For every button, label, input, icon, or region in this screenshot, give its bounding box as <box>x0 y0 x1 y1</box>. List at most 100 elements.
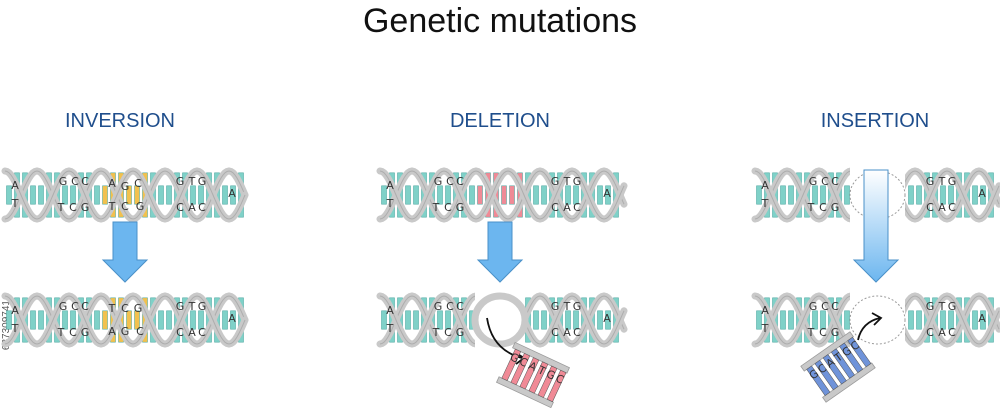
base-pair-rung <box>381 185 387 205</box>
base-pair-rung <box>405 185 411 205</box>
base-letter: C <box>819 201 827 214</box>
base-letter: T <box>386 197 394 210</box>
base-letter: C <box>456 300 464 313</box>
base-pair-rung <box>533 185 539 205</box>
fragment-rung <box>519 357 540 390</box>
base-letter: G <box>456 201 465 214</box>
base-letter: C <box>81 300 89 313</box>
base-letter: A <box>386 179 394 192</box>
base-pair-rung <box>469 185 475 205</box>
fragment-rung <box>501 348 522 381</box>
base-pair-rung <box>38 185 44 205</box>
base-letter: G <box>809 175 818 188</box>
base-letter: C <box>831 300 839 313</box>
base-letter: C <box>121 200 129 213</box>
base-letter: A <box>978 187 986 200</box>
base-pair-rung <box>565 310 571 330</box>
base-letter: C <box>926 201 934 214</box>
base-pair-rung <box>381 310 387 330</box>
base-letter: G <box>59 175 68 188</box>
base-letter: A <box>108 325 116 338</box>
base-pair-rung <box>230 185 236 205</box>
base-pair-rung <box>948 185 954 205</box>
base-pair-rung <box>126 310 132 330</box>
dna-backbone-edge <box>4 295 246 345</box>
base-pair-rung <box>70 185 76 205</box>
base-letter: C <box>71 175 79 188</box>
base-letter: C <box>831 175 839 188</box>
page-title: Genetic mutations <box>362 2 638 40</box>
base-pair-rung <box>780 310 786 330</box>
base-letter: A <box>228 187 236 200</box>
base-letter: G <box>831 326 840 339</box>
base-letter: C <box>176 201 184 214</box>
fragment-rung <box>814 359 839 391</box>
base-letter: C <box>551 326 559 339</box>
base-letter: T <box>938 300 946 313</box>
base-pair-rung <box>6 310 12 330</box>
base-pair-rung <box>413 185 419 205</box>
inversion-label: INVERSION <box>64 110 176 132</box>
base-letter: C <box>69 326 77 339</box>
base-letter: C <box>71 300 79 313</box>
base-letter: G <box>121 180 130 193</box>
base-letter: T <box>563 300 571 313</box>
base-letter: A <box>603 187 611 200</box>
base-letter: A <box>761 304 769 317</box>
base-pair-rung <box>940 310 946 330</box>
base-pair-rung <box>908 185 914 205</box>
base-letter: A <box>563 326 571 339</box>
base-pair-rung <box>916 310 922 330</box>
dna-backbone-edge <box>4 170 246 220</box>
base-pair-rung <box>94 310 100 330</box>
base-pair-rung <box>445 185 451 205</box>
base-pair-rung <box>166 185 172 205</box>
base-letter: A <box>761 179 769 192</box>
base-pair-rung <box>756 185 762 205</box>
base-pair-rung <box>788 185 794 205</box>
base-pair-rung <box>597 310 603 330</box>
base-pair-rung <box>820 310 826 330</box>
base-pair-rung <box>916 185 922 205</box>
base-pair-rung <box>788 310 794 330</box>
gap-mask <box>850 290 905 350</box>
base-letter: G <box>81 326 90 339</box>
base-pair-rung <box>30 185 36 205</box>
dna-backbone-edge <box>4 170 246 220</box>
base-letter: C <box>819 326 827 339</box>
base-letter: A <box>386 304 394 317</box>
base-letter: T <box>57 326 65 339</box>
base-pair-rung <box>190 310 196 330</box>
base-letter: G <box>59 300 68 313</box>
base-pair-rung <box>756 310 762 330</box>
base-letter: G <box>176 300 185 313</box>
base-pair-rung <box>6 185 12 205</box>
base-letter: T <box>761 322 769 335</box>
fragment-rung <box>822 354 847 385</box>
base-pair-rung <box>908 310 914 330</box>
base-letter: C <box>446 175 454 188</box>
gap-loop <box>471 292 529 348</box>
base-letter: C <box>444 201 452 214</box>
base-letter: G <box>926 175 935 188</box>
base-letter: T <box>563 175 571 188</box>
base-letter: G <box>134 302 143 315</box>
base-pair-rung <box>102 310 108 330</box>
base-letter: G <box>831 201 840 214</box>
fragment-rung <box>546 369 567 403</box>
base-pair-rung <box>230 310 236 330</box>
fragment-backbone <box>512 341 571 374</box>
fragment-backbone <box>822 362 876 403</box>
fragment-backbone <box>800 331 854 372</box>
base-pair-rung <box>198 310 204 330</box>
gap-loop <box>849 295 906 345</box>
base-pair-rung <box>158 185 164 205</box>
base-letter: G <box>136 200 145 213</box>
base-letter: T <box>432 201 440 214</box>
base-letter: C <box>136 325 144 338</box>
base-letter: G <box>81 201 90 214</box>
deletion-label: DELETION <box>449 110 551 132</box>
dna-backbone-edge <box>379 170 625 220</box>
